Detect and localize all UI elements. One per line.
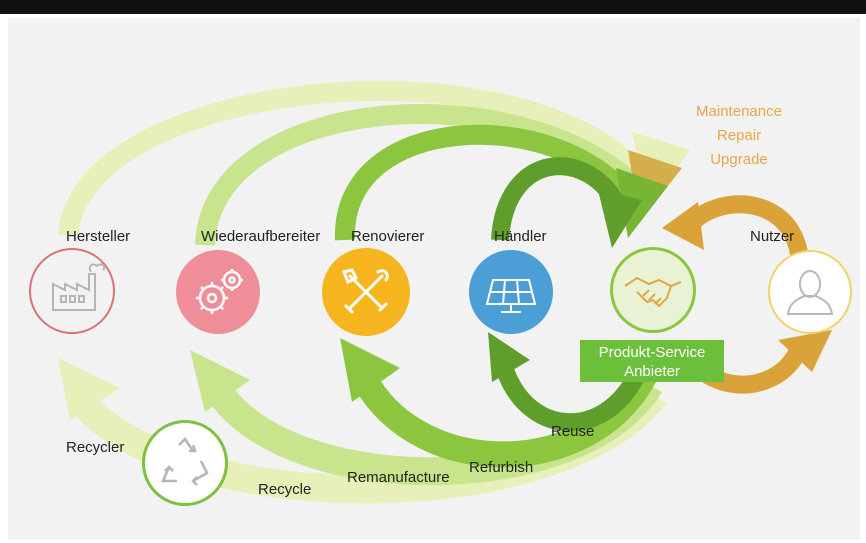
recycler-node bbox=[142, 420, 228, 506]
repair-label: Repair bbox=[716, 127, 762, 144]
anbieter-label-line2: Anbieter bbox=[624, 363, 680, 380]
reuse-forward-arrowhead bbox=[488, 332, 530, 382]
recycle-return-arc bbox=[58, 81, 648, 237]
maintenance-label: Maintenance bbox=[696, 103, 782, 120]
factory-icon bbox=[52, 263, 106, 311]
reuse-label: Reuse bbox=[551, 423, 595, 440]
renovierer-node bbox=[322, 248, 410, 336]
maintenance-repair-upgrade-label: Maintenance Repair Upgrade bbox=[684, 100, 794, 172]
wiederaufbereiter-node bbox=[176, 250, 260, 334]
reuse-forward-arc bbox=[496, 364, 649, 432]
remanufacture-forward-arrowhead bbox=[190, 350, 250, 412]
nutzer-node bbox=[768, 250, 852, 334]
hersteller-node bbox=[29, 248, 115, 334]
refurbish-forward-arrowhead bbox=[340, 338, 400, 402]
anbieter-node bbox=[610, 247, 696, 333]
solar-panel-icon bbox=[485, 279, 537, 313]
anbieter-label-line1: Produkt-Service bbox=[598, 344, 706, 361]
maintenance-loop-top-arc bbox=[683, 195, 810, 276]
nutzer-label: Nutzer bbox=[750, 228, 795, 245]
recycle-label: Recycle bbox=[258, 481, 312, 498]
recycle-icon bbox=[161, 437, 209, 486]
produkt-service-anbieter-label: Produkt-Service Anbieter bbox=[580, 340, 724, 382]
user-icon bbox=[786, 270, 834, 315]
renovierer-label: Renovierer bbox=[351, 228, 425, 245]
hersteller-label: Hersteller bbox=[66, 228, 131, 245]
refurbish-return-arc bbox=[334, 124, 639, 241]
upgrade-label: Upgrade bbox=[710, 151, 768, 168]
gears-icon bbox=[196, 269, 243, 314]
haendler-node bbox=[469, 250, 553, 334]
remanufacture-label: Remanufacture bbox=[347, 469, 450, 486]
reuse-return-arrowhead bbox=[598, 190, 642, 248]
recycler-label: Recycler bbox=[66, 439, 125, 456]
top-bar bbox=[0, 0, 866, 14]
refurbish-label: Refurbish bbox=[469, 459, 534, 476]
reuse-return-arc bbox=[491, 157, 629, 241]
tools-icon bbox=[341, 268, 389, 314]
maintenance-loop-bottom-arrowhead bbox=[778, 330, 832, 372]
recycle-forward-arrowhead bbox=[58, 358, 120, 420]
haendler-label: Händler bbox=[494, 228, 547, 245]
wiederaufbereiter-label: Wiederaufbereiter bbox=[201, 228, 321, 245]
maintenance-loop-top-arrowhead bbox=[662, 202, 704, 250]
handshake-icon bbox=[624, 276, 682, 308]
